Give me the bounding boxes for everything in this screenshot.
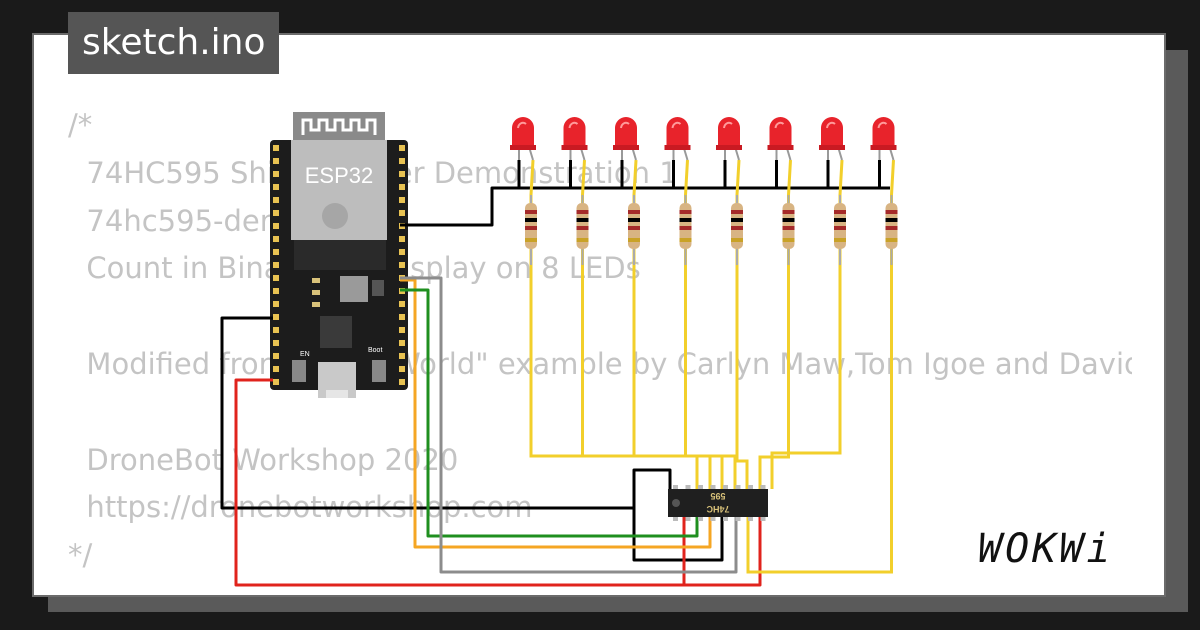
resistor[interactable]	[885, 195, 898, 265]
wire-green	[400, 288, 699, 538]
code-line: */	[68, 538, 93, 573]
board-pins-left	[273, 145, 279, 385]
led-wire	[632, 159, 724, 489]
esp32-board[interactable]: ESP32 EN Boot	[270, 112, 408, 398]
led[interactable]	[870, 117, 897, 161]
chip-pin	[685, 485, 691, 490]
led-wire	[735, 159, 749, 489]
led[interactable]	[510, 117, 536, 161]
resistor[interactable]	[731, 195, 743, 265]
led[interactable]	[613, 117, 639, 161]
boot-label: Boot	[368, 347, 382, 354]
chip-pin	[710, 485, 716, 490]
wire-red-5v	[234, 378, 686, 587]
code-line: /*	[68, 108, 93, 142]
file-tab[interactable]: sketch.ino	[68, 12, 280, 74]
wire-gray	[400, 276, 738, 574]
resistor[interactable]	[834, 195, 846, 265]
chip-pin	[710, 516, 716, 521]
chip-pin	[760, 485, 766, 490]
resistor[interactable]	[628, 195, 640, 265]
chip-pin	[723, 516, 728, 521]
wires	[220, 186, 890, 587]
chip-pin	[685, 516, 691, 521]
wokwi-logo: WOKWi	[978, 526, 1114, 572]
resistor[interactable]	[679, 195, 692, 265]
wire-orange	[400, 278, 712, 549]
chip-pin	[735, 516, 741, 521]
chip-pin	[748, 485, 753, 490]
en-label: EN	[300, 351, 310, 358]
wire-black-gnd2	[632, 508, 724, 562]
led-wire	[770, 159, 844, 489]
shift-register-chip[interactable]: 595 74HC	[668, 485, 768, 521]
led-row	[510, 117, 897, 161]
chip-pin	[673, 516, 678, 521]
led[interactable]	[767, 117, 794, 161]
led[interactable]	[716, 117, 742, 161]
resistor[interactable]	[782, 195, 795, 265]
chip-pin	[698, 485, 703, 490]
led[interactable]	[664, 117, 691, 161]
led-wire	[746, 159, 895, 574]
resistor-row	[525, 195, 898, 265]
chip-label-bottom: 74HC	[706, 504, 730, 514]
wire-red-vcc	[684, 517, 762, 587]
led-wire	[684, 159, 737, 489]
code-line: DroneBot Workshop 2020	[68, 442, 459, 477]
chip-pin	[735, 485, 741, 490]
chip-pin	[760, 516, 766, 521]
led-wire	[758, 159, 792, 489]
chip-pin	[673, 485, 678, 490]
resistor[interactable]	[525, 195, 537, 265]
led[interactable]	[561, 117, 588, 161]
chip-label-top: 595	[710, 491, 725, 501]
led[interactable]	[819, 117, 845, 161]
esp32-label: ESP32	[305, 163, 374, 188]
resistor[interactable]	[576, 195, 589, 265]
wire-black-clock	[400, 186, 890, 227]
chip-pin	[698, 516, 703, 521]
led-wire	[581, 159, 712, 489]
led-wires	[517, 159, 895, 574]
chip-pin	[748, 516, 753, 521]
led-wire	[529, 159, 699, 489]
chip-pin	[723, 485, 728, 490]
